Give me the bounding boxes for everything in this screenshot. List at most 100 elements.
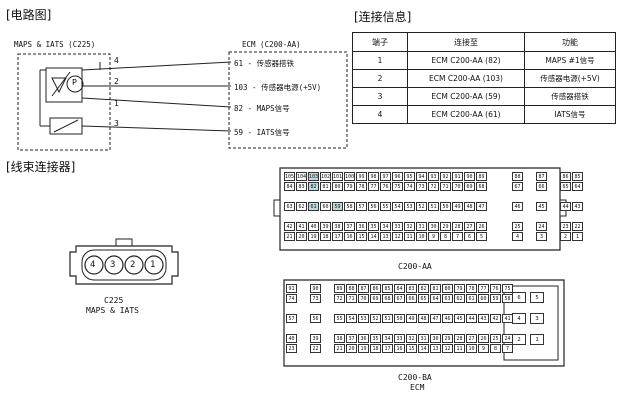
pin-cell: 68: [476, 182, 487, 191]
pin-cell: 103: [308, 172, 319, 181]
pin-cell: 27: [464, 222, 475, 231]
pin-cell: 71: [440, 182, 451, 191]
pin-cell: 37: [344, 222, 355, 231]
c225-caption: C225: [104, 296, 124, 305]
table-header-row: 端子 连接至 功能: [352, 32, 616, 52]
pin-cell: 88: [512, 172, 523, 181]
pin-cell: 87: [358, 284, 369, 293]
pin-cell: 5: [476, 232, 487, 241]
table-cell: 传感器电源(+5V): [524, 69, 616, 88]
pin-cell: [380, 212, 391, 221]
pin-cell: 34: [382, 334, 393, 343]
table-row: 4 ECM C200-AA (61) IATS信号: [352, 105, 616, 124]
pin-cell: 54: [346, 314, 357, 323]
pin-cell: [500, 232, 511, 241]
table-cell: ECM C200-AA (103): [407, 69, 525, 88]
pin-cell: 65: [560, 182, 571, 191]
pin-cell: 66: [406, 294, 417, 303]
pin-cell: [368, 212, 379, 221]
pin-cell: 5: [530, 292, 544, 303]
table-row: 3 ECM C200-AA (59) 传感器搭铁: [352, 87, 616, 106]
pin-cell: 44: [466, 314, 477, 323]
pin-cell: 47: [430, 314, 441, 323]
table-cell: 2: [352, 69, 408, 88]
pin-cell: [488, 212, 499, 221]
wire-number-3: 3: [114, 119, 119, 128]
pin-cell: 11: [454, 344, 465, 353]
pin-cell: 28: [454, 334, 465, 343]
pin-cell: 66: [536, 182, 547, 191]
c225-pin-2: 2: [130, 260, 136, 270]
pin-cell: 12: [442, 344, 453, 353]
pin-cell: 33: [394, 334, 405, 343]
pin-cell: 89: [334, 284, 345, 293]
pin-cell: [320, 212, 331, 221]
pin-cell: 47: [476, 202, 487, 211]
pin-cell: [488, 192, 499, 201]
pin-cell: [466, 304, 477, 313]
pin-cell: 43: [572, 202, 583, 211]
pin-cell: [334, 304, 345, 313]
pin-cell: [308, 192, 319, 201]
c225-pin-3: 3: [110, 260, 116, 270]
pin-cell: 17: [382, 344, 393, 353]
table-cell: 1: [352, 51, 408, 70]
table-header-terminal: 端子: [352, 32, 408, 52]
pin-cell: [524, 222, 535, 231]
pin-cell: 65: [418, 294, 429, 303]
pin-cell: 91: [286, 284, 297, 293]
pin-cell: 33: [392, 222, 403, 231]
pin-cell: [322, 304, 333, 313]
pin-cell: [490, 324, 501, 333]
pin-cell: [476, 192, 487, 201]
pin-cell: [286, 304, 297, 313]
pin-cell: 72: [428, 182, 439, 191]
section-harness-title: [线束连接器]: [6, 160, 76, 174]
pin-cell: [428, 192, 439, 201]
pin-cell: 32: [406, 334, 417, 343]
pin-cell: 20: [296, 232, 307, 241]
pin-cell: 96: [392, 172, 403, 181]
table-cell: ECM C200-AA (59): [407, 87, 525, 106]
pin-cell: [394, 324, 405, 333]
pin-cell: 74: [404, 182, 415, 191]
ecm-signal-82: 82 - MAPS信号: [234, 104, 290, 113]
pin-cell: 23: [560, 222, 571, 231]
pin-cell: 64: [572, 182, 583, 191]
pin-cell: [382, 324, 393, 333]
pin-cell: 39: [320, 222, 331, 231]
pin-cell: [358, 304, 369, 313]
pin-cell: [478, 324, 489, 333]
pin-cell: 29: [442, 334, 453, 343]
pin-cell: 54: [392, 202, 403, 211]
pin-cell: 6: [512, 292, 526, 303]
pin-cell: [418, 324, 429, 333]
c225-pin-4: 4: [90, 260, 96, 270]
pin-cell: [452, 212, 463, 221]
pin-cell: 46: [442, 314, 453, 323]
pin-cell: 11: [404, 232, 415, 241]
pin-cell: [500, 192, 511, 201]
pin-cell: 30: [428, 222, 439, 231]
pin-cell: [430, 304, 441, 313]
pin-cell: [476, 212, 487, 221]
pin-cell: 93: [428, 172, 439, 181]
pin-cell: 48: [464, 202, 475, 211]
pin-cell: 79: [454, 284, 465, 293]
pin-cell: 56: [368, 202, 379, 211]
pin-cell: [392, 212, 403, 221]
pin-cell: 81: [430, 284, 441, 293]
pin-cell: [322, 314, 333, 323]
pin-cell: [512, 192, 523, 201]
pin-cell: [454, 304, 465, 313]
sensor-name-label: MAPS & IATS (C225): [14, 40, 96, 49]
pin-cell: [404, 212, 415, 221]
pin-cell: 31: [416, 222, 427, 231]
pin-cell: 61: [308, 202, 319, 211]
pin-cell: [536, 192, 547, 201]
pin-cell: [524, 192, 535, 201]
pin-cell: 62: [296, 202, 307, 211]
pin-cell: [406, 324, 417, 333]
pin-cell: [392, 192, 403, 201]
